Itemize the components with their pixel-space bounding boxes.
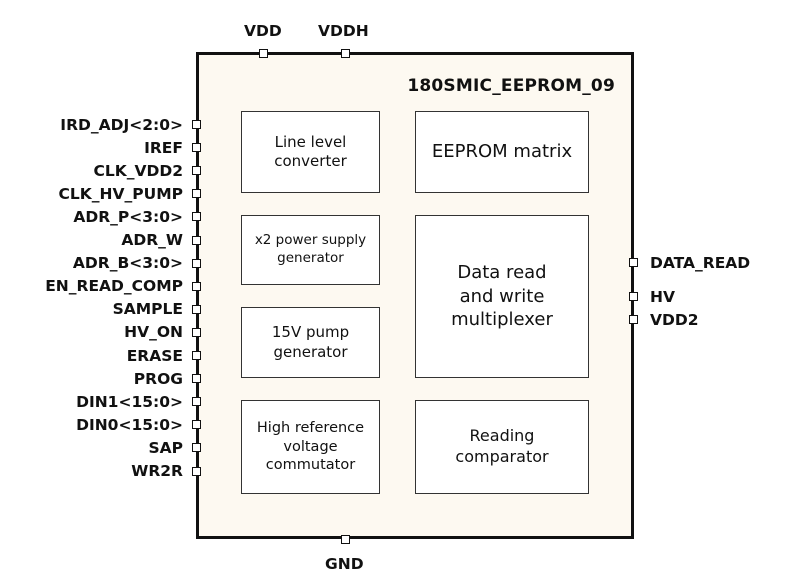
pin-label-data-read: DATA_READ xyxy=(650,254,751,272)
chip-title: 180SMIC_EEPROM_09 xyxy=(407,76,615,96)
pin-en-read-comp xyxy=(192,281,201,291)
block-x2-power-supply-generator: x2 power supply generator xyxy=(241,215,380,285)
pin-label-vddh: VDDH xyxy=(318,22,369,40)
pin-label-adr-w: ADR_W xyxy=(121,231,183,249)
pin-din0-15-0 xyxy=(192,420,201,430)
pin-label-wr2r: WR2R xyxy=(131,462,183,480)
pin-sap xyxy=(192,443,201,453)
pin-label-sap: SAP xyxy=(148,438,183,457)
pin-adr-p-3-0 xyxy=(192,212,201,222)
pin-hv-on xyxy=(192,327,201,337)
pin-vdd2 xyxy=(629,315,638,324)
pin-label-clk-hv-pump: CLK_HV_PUMP xyxy=(58,184,183,203)
pin-label-erase: ERASE xyxy=(126,346,183,365)
pin-label-hv-on: HV_ON xyxy=(124,323,183,342)
pin-label-adr-p-3-0: ADR_P<3:0> xyxy=(73,207,183,226)
pin-label-prog: PROG xyxy=(133,369,183,388)
pin-adr-w xyxy=(192,235,201,245)
pin-label-iref: IREF xyxy=(144,138,183,157)
pin-wr2r xyxy=(192,466,201,476)
block-eeprom-matrix: EEPROM matrix xyxy=(415,111,589,193)
pin-label-gnd: GND xyxy=(325,555,364,573)
pin-iref xyxy=(192,143,201,153)
pin-label-clk-vdd2: CLK_VDD2 xyxy=(93,161,183,180)
pin-label-vdd2: VDD2 xyxy=(650,311,699,329)
pin-data-read xyxy=(629,258,638,267)
pin-label-sample: SAMPLE xyxy=(112,300,183,319)
pin-sample xyxy=(192,304,201,314)
pin-label-adr-b-3-0: ADR_B<3:0> xyxy=(72,254,183,273)
pin-clk-vdd2 xyxy=(192,166,201,176)
pin-vdd xyxy=(259,49,268,58)
pin-label-din0-15-0: DIN0<15:0> xyxy=(76,415,183,434)
pin-label-en-read-comp: EN_READ_COMP xyxy=(45,277,183,296)
pin-vddh xyxy=(341,49,350,58)
pin-label-ird-adj-2-0: IRD_ADJ<2:0> xyxy=(60,115,183,134)
pin-label-hv: HV xyxy=(650,288,675,306)
pin-gnd xyxy=(341,535,350,544)
block-data-read-write-multiplexer: Data read and write multiplexer xyxy=(415,215,589,378)
block-line-level-converter: Line level converter xyxy=(241,111,380,193)
block-high-reference-voltage-commutator: High reference voltage commutator xyxy=(241,400,380,494)
pin-ird-adj-2-0 xyxy=(192,120,201,129)
pin-clk-hv-pump xyxy=(192,189,201,199)
pin-label-vdd: VDD xyxy=(244,22,282,40)
pin-label-din1-15-0: DIN1<15:0> xyxy=(76,392,183,411)
block-15v-pump-generator: 15V pump generator xyxy=(241,307,380,378)
pin-erase xyxy=(192,351,201,360)
pin-din1-15-0 xyxy=(192,397,201,407)
pin-hv xyxy=(629,292,638,301)
pin-prog xyxy=(192,374,201,384)
block-reading-comparator: Reading comparator xyxy=(415,400,589,494)
pin-adr-b-3-0 xyxy=(192,258,201,268)
